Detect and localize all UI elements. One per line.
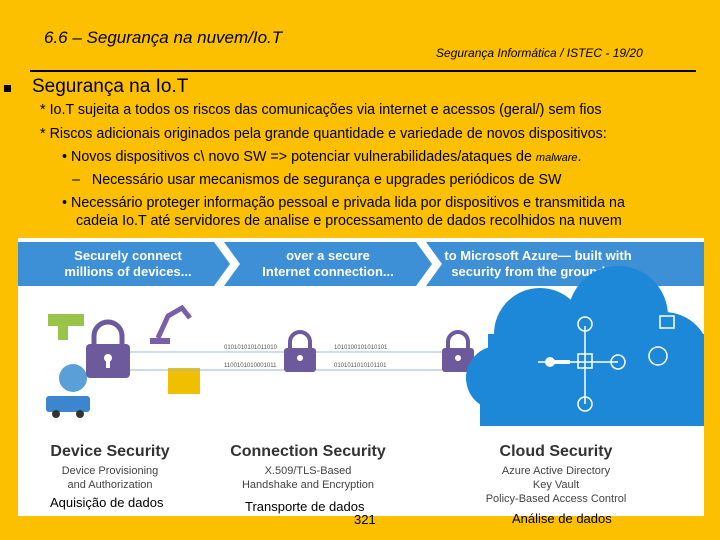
banner-1-line2: millions of devices... — [64, 264, 191, 279]
line-suffix: . — [577, 149, 582, 165]
clock-icon — [59, 364, 87, 392]
line-text: Riscos adicionais originados pela grande… — [49, 126, 607, 142]
binary-text: 0101011010101101 — [334, 363, 387, 369]
bullet-line: – Necessário usar mecanismos de seguranç… — [72, 171, 562, 189]
connection-security-title: Connection Security — [230, 443, 386, 460]
page-number: 321 — [354, 512, 376, 527]
slide-title: 6.6 – Segurança na nuvem/Io.T — [44, 28, 283, 47]
truck-icon — [46, 396, 90, 412]
banner-2-line2: Internet connection... — [262, 264, 393, 279]
line-text: cadeia Io.T até servidores de analise e … — [76, 213, 622, 229]
factory-icon — [168, 368, 200, 394]
bullet-line-continuation: cadeia Io.T até servidores de analise e … — [76, 212, 622, 230]
connection-security-line: Handshake and Encryption — [242, 479, 374, 491]
banner-2-line1: over a secure — [286, 248, 370, 263]
binary-text: 0101010101011010 — [224, 345, 278, 351]
key-vault-icon — [545, 357, 570, 367]
caption-acquisition: Aquisição de dados — [50, 495, 164, 510]
cloud-security-line: Policy-Based Access Control — [486, 493, 627, 505]
caption-transport: Transporte de dados — [245, 499, 365, 514]
binary-text: 1100101010001011 — [224, 363, 277, 369]
bullet-line: • Novos dispositivos c\ novo SW => poten… — [62, 148, 581, 167]
diagram-svg: Securely connect millions of devices... … — [18, 242, 710, 505]
banner-3-line2: security from the ground up — [451, 264, 624, 279]
cloud-network-icons — [538, 315, 675, 412]
cloud-security-line: Azure Active Directory — [502, 465, 611, 477]
cloud-security-title: Cloud Security — [500, 443, 613, 460]
line-italic-term: malware — [535, 152, 578, 164]
banner-1-line1: Securely connect — [74, 248, 182, 263]
caption-analysis: Análise de dados — [512, 511, 612, 526]
header-divider — [30, 70, 696, 72]
line-text: Novos dispositivos c\ novo SW => potenci… — [71, 149, 536, 165]
lock-icon-connection-2 — [442, 330, 474, 372]
cloud-security-line: Key Vault — [533, 479, 579, 491]
line-text: Necessário usar mecanismos de segurança … — [91, 172, 562, 188]
line-marker: • — [62, 149, 68, 165]
device-security-title: Device Security — [50, 443, 169, 460]
slide-subtitle: Segurança Informática / ISTEC - 19/20 — [436, 46, 643, 60]
device-security-line: Device Provisioning — [62, 465, 159, 477]
line-text: Necessário proteger informação pessoal e… — [71, 195, 625, 211]
banner-arrow-1 — [18, 242, 230, 286]
scanner-icon — [48, 314, 84, 326]
lock-icon-device — [86, 319, 130, 378]
line-marker: • — [62, 195, 68, 211]
binary-text: 1010100101010101 — [334, 345, 388, 351]
bullet-line: • Necessário proteger informação pessoal… — [62, 194, 625, 212]
line-marker: – — [72, 172, 80, 188]
line-text: Io.T sujeita a todos os riscos das comun… — [49, 102, 602, 118]
lock-icon-connection-1 — [284, 330, 316, 372]
azure-cloud — [466, 266, 710, 426]
bullet-line: * Io.T sujeita a todos os riscos das com… — [40, 101, 602, 119]
section-title: Segurança na Io.T — [32, 76, 189, 97]
line-marker: * — [40, 102, 46, 118]
iot-security-diagram: Securely connect millions of devices... … — [18, 238, 710, 516]
line-marker: * — [40, 126, 46, 142]
robot-arm-icon — [155, 304, 192, 340]
device-icons — [46, 304, 200, 418]
bullet-line: * Riscos adicionais originados pela gran… — [40, 125, 607, 143]
banner-3-line1: to Microsoft Azure— built with — [444, 248, 631, 263]
device-security-line: and Authorization — [67, 479, 152, 491]
banner-arrow-2 — [224, 242, 432, 286]
connection-security-line: X.509/TLS-Based — [265, 465, 352, 477]
square-bullet-icon — [4, 85, 11, 92]
data-stream: 0101010101011010 1100101010001011 101010… — [130, 345, 442, 371]
